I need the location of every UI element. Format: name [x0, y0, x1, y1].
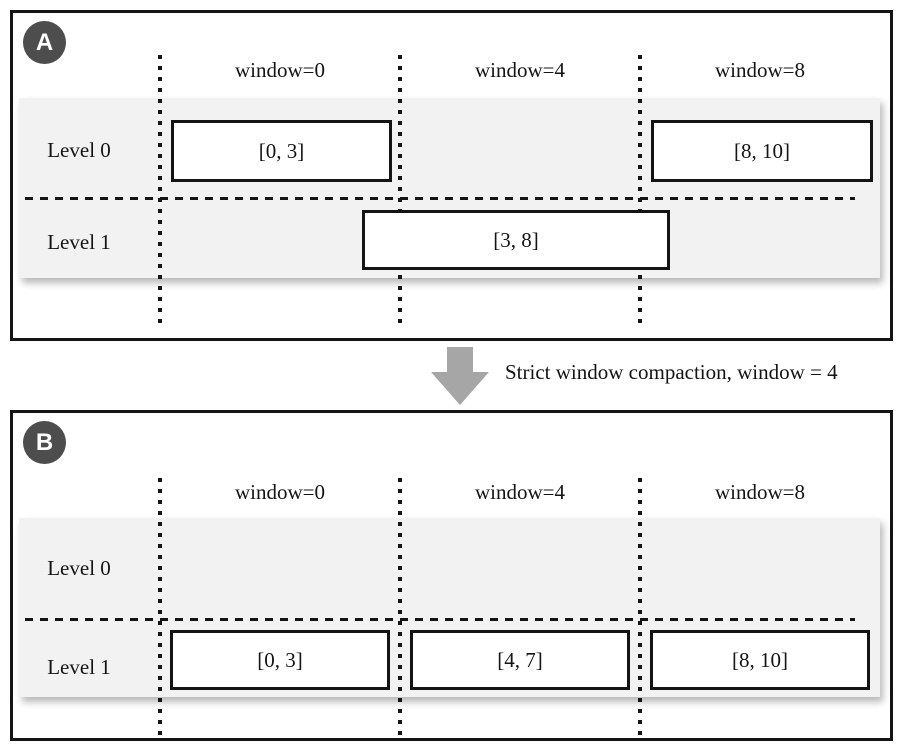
down-arrow-head-icon: [431, 372, 489, 405]
interval-box: [8, 10]: [651, 120, 873, 182]
window-label: window=4: [474, 58, 565, 82]
window-boundary-dotted-line: [158, 478, 162, 740]
panel-b-badge: B: [23, 421, 66, 464]
panel-b-level-0-label: Level 0: [47, 556, 111, 580]
panel-a-level-1-label: Level 1: [47, 230, 111, 254]
panel-a-level-divider-dashed-line: [25, 197, 855, 200]
window-label: window=8: [714, 58, 805, 82]
panel-a: A Level 0 Level 1 window=0 window=4 window…: [10, 10, 893, 341]
window-label: window=0: [234, 58, 325, 82]
panel-b-badge-letter: B: [35, 428, 54, 456]
panel-a-badge: A: [23, 21, 66, 64]
interval-box: [0, 3]: [171, 120, 392, 182]
panel-a-badge-letter: A: [35, 28, 54, 56]
interval-box: [4, 7]: [410, 630, 630, 690]
window-boundary-dotted-line: [398, 478, 402, 740]
panel-a-level-0-label: Level 0: [47, 138, 111, 162]
window-label: window=4: [474, 480, 565, 504]
window-label: window=8: [714, 480, 805, 504]
down-arrow-icon: [447, 347, 473, 372]
window-label: window=0: [234, 480, 325, 504]
transition: Strict window compaction, window = 4: [0, 341, 906, 410]
transition-label: Strict window compaction, window = 4: [505, 360, 838, 384]
window-boundary-dotted-line: [638, 55, 642, 325]
interval-box: [0, 3]: [170, 630, 390, 690]
panel-b: B Level 0 Level 1 window=0 window=4 window…: [10, 410, 893, 741]
window-boundary-dotted-line: [158, 55, 162, 325]
window-boundary-dotted-line: [398, 55, 402, 325]
panel-b-level-divider-dashed-line: [25, 618, 855, 621]
interval-box: [3, 8]: [362, 210, 670, 270]
interval-box: [8, 10]: [650, 630, 870, 690]
panel-b-level-1-label: Level 1: [47, 655, 111, 679]
window-boundary-dotted-line: [638, 478, 642, 740]
